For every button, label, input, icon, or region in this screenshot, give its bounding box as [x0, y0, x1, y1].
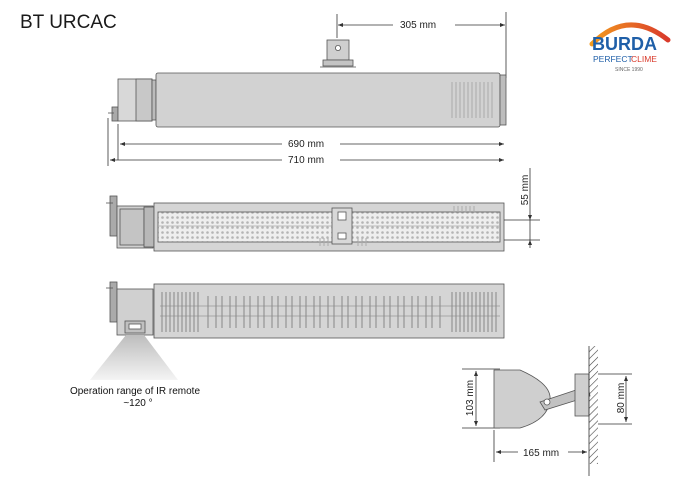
remote-range-label: Operation range of IR remote: [70, 386, 201, 397]
burda-logo: BURDA PERFECT CLIME SINCE 1990: [589, 22, 671, 73]
dim-height: 103 mm: [465, 380, 476, 416]
side-view: 103 mm 80 mm 165 mm: [462, 346, 632, 476]
logo-name: BURDA: [592, 34, 657, 54]
bottom-fins: [161, 292, 497, 332]
bottom-view: [106, 281, 505, 339]
dim-bracket-offset: 305 mm: [400, 20, 436, 31]
page-title: BT URCAC: [20, 12, 117, 33]
dim-mount-height: 80 mm: [616, 383, 627, 414]
dim-inner-length: 690 mm: [288, 139, 324, 150]
dim-total-length: 710 mm: [288, 155, 324, 166]
dim-depth: 55 mm: [520, 175, 531, 206]
logo-tagline-b: CLIME: [631, 54, 657, 64]
top-view: 305 mm 690 mm: [107, 12, 507, 166]
dim-wall-distance: 165 mm: [523, 448, 559, 459]
logo-since: SINCE 1990: [615, 67, 643, 73]
logo-tagline-a: PERFECT: [593, 54, 633, 64]
ir-range-cone: [90, 335, 178, 380]
front-view: 55 mm: [106, 168, 540, 252]
remote-range-angle: ~120 °: [123, 398, 152, 409]
